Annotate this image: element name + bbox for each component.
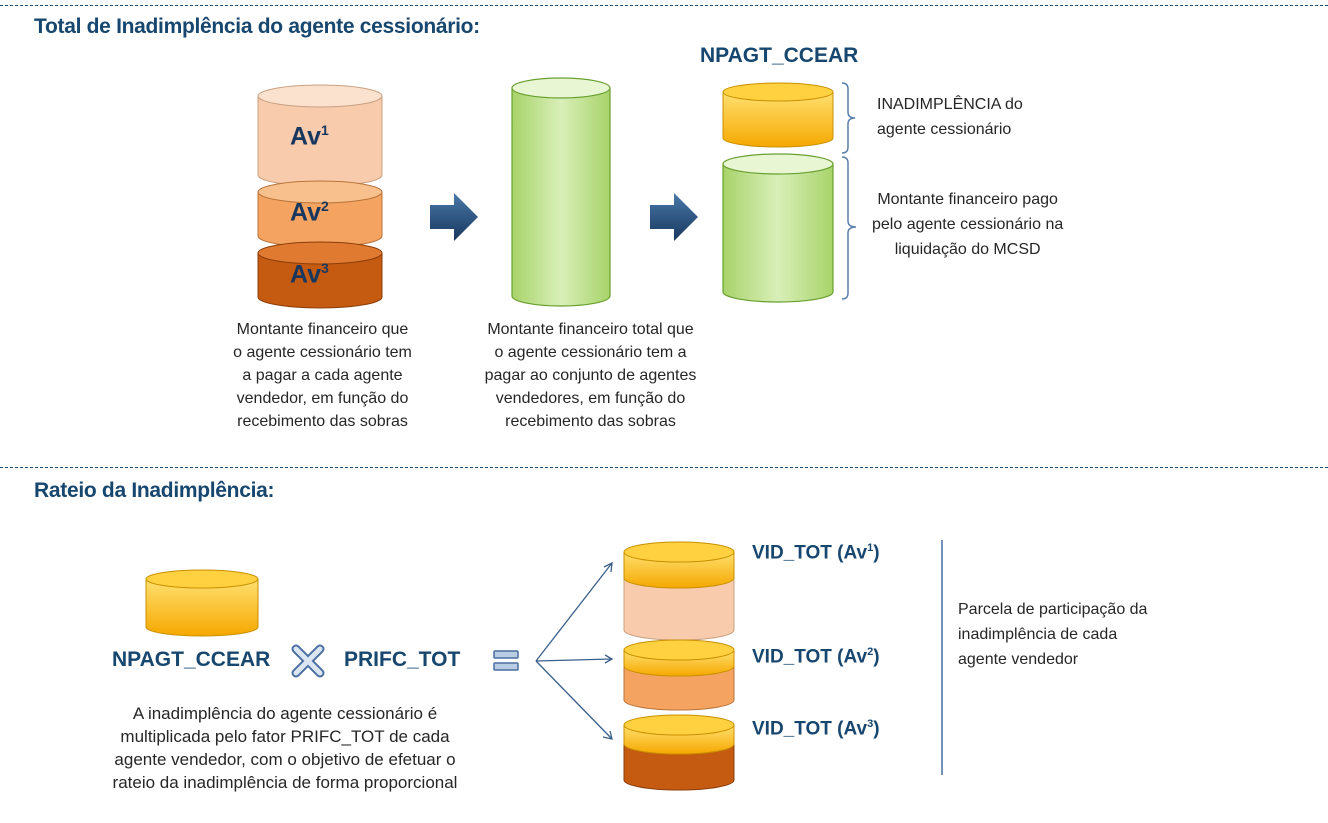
vid-tot-av3-label: VID_TOT (Av3)	[752, 718, 880, 740]
section2-diagram	[145, 540, 943, 791]
av3-cylinder	[257, 241, 383, 309]
caption-left: Montante financeiro que o agente cession…	[233, 321, 412, 430]
npagt-gold-cylinder	[145, 569, 259, 637]
caption-middle: Montante financeiro total que o agente c…	[484, 321, 697, 430]
vid-cylinder-2	[623, 639, 735, 711]
section2-title: Rateio da Inadimplência:	[34, 479, 275, 502]
bracket-inadimplencia	[841, 82, 856, 154]
paid-green-cylinder	[722, 153, 834, 303]
middle-separator	[0, 467, 1328, 468]
equals-icon	[493, 650, 519, 671]
total-green-cylinder	[511, 77, 611, 307]
montante-pago-text: Montante financeiro pago pelo agente ces…	[872, 191, 1064, 258]
av1-cylinder	[257, 84, 383, 187]
arrow-right-icon	[430, 193, 478, 241]
inadimplencia-cylinder	[722, 82, 834, 148]
prifc-tot-label: PRIFC_TOT	[344, 648, 461, 671]
inadimplencia-text: INADIMPLÊNCIA do agente cessionário	[877, 96, 1023, 138]
av2-label: Av2	[290, 198, 329, 227]
multiply-icon	[291, 644, 325, 678]
av1-label: Av1	[290, 122, 329, 151]
vid-tot-av1-label: VID_TOT (Av1)	[752, 542, 880, 564]
section1-diagram	[257, 77, 857, 309]
rateio-caption: A inadimplência do agente cessionário é …	[112, 704, 458, 792]
fanout-arrows	[535, 561, 614, 740]
npagt-ccear-label-top: NPAGT_CCEAR	[700, 44, 859, 67]
npagt-ccear-label-bottom: NPAGT_CCEAR	[112, 648, 271, 671]
arrow-right-icon	[650, 193, 698, 241]
top-separator	[0, 5, 1328, 6]
section1-title: Total de Inadimplência do agente cession…	[34, 15, 480, 38]
vid-cylinder-1	[623, 541, 735, 641]
bracket-montante	[841, 156, 857, 300]
av3-label: Av3	[290, 260, 329, 289]
vid-cylinder-3	[623, 714, 735, 791]
parcela-text: Parcela de participação da inadimplência…	[958, 601, 1148, 668]
vid-tot-av2-label: VID_TOT (Av2)	[752, 646, 880, 668]
